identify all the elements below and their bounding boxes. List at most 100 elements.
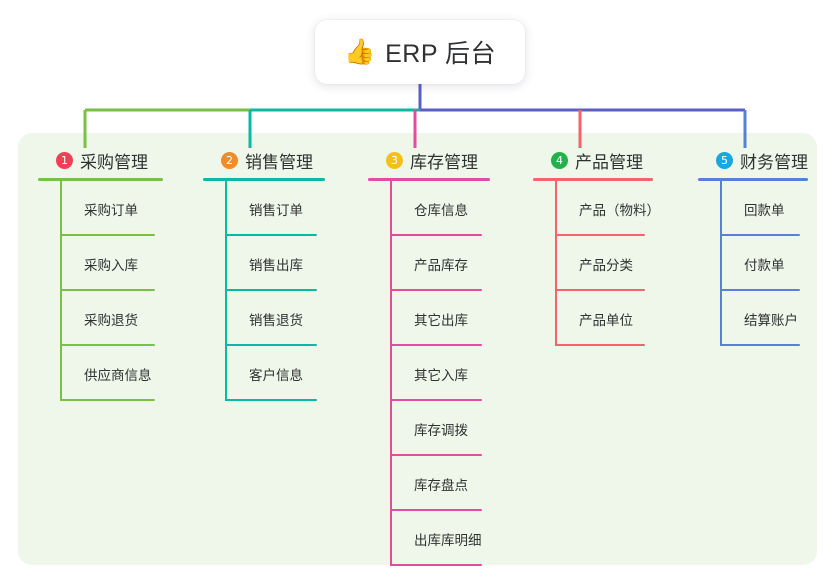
- leaf-spine: [390, 346, 392, 401]
- root-node[interactable]: 👍 ERP 后台: [315, 20, 525, 84]
- leaf-label: 产品库存: [414, 258, 468, 273]
- leaf-spine: [390, 181, 392, 236]
- leaf-underline: [225, 289, 317, 291]
- leaf-item[interactable]: 出库库明细: [390, 511, 490, 566]
- leaf-underline: [720, 289, 800, 291]
- branch-header-col-purchase[interactable]: 1 采购管理: [38, 148, 163, 172]
- leaf-underline: [390, 454, 482, 456]
- leaf-spine: [720, 236, 722, 291]
- leaf-label: 产品单位: [579, 313, 633, 328]
- leaf-spine: [390, 401, 392, 456]
- leaf-item[interactable]: 仓库信息: [390, 181, 490, 236]
- leaf-underline: [390, 289, 482, 291]
- leaf-underline: [225, 399, 317, 401]
- branch-title: 财务管理: [740, 152, 808, 172]
- leaf-underline: [555, 344, 645, 346]
- branch-underline: [533, 178, 653, 181]
- leaf-item[interactable]: 产品（物料）: [555, 181, 660, 236]
- leaf-label: 其它入库: [414, 368, 468, 383]
- leaf-spine: [60, 291, 62, 346]
- leaf-label: 供应商信息: [84, 368, 152, 383]
- branch-number-badge: 1: [56, 151, 73, 169]
- leaf-item[interactable]: 其它入库: [390, 346, 490, 401]
- leaf-underline: [390, 234, 482, 236]
- leaf-item[interactable]: 回款单: [720, 181, 808, 236]
- branch-col-product: 4 产品管理产品（物料） 产品分类产品单位: [533, 148, 660, 346]
- branch-underline: [368, 178, 490, 181]
- branch-header-col-product[interactable]: 4 产品管理: [533, 148, 653, 172]
- leaf-item[interactable]: 产品分类: [555, 236, 653, 291]
- leaf-spine: [720, 291, 722, 346]
- leaf-underline: [555, 289, 645, 291]
- branch-children: 采购订单采购入库采购退货供应商信息: [38, 181, 163, 401]
- branch-underline: [698, 178, 808, 181]
- branch-children: 仓库信息产品库存其它出库其它入库库存调拨库存盘点出库库明细: [368, 181, 490, 566]
- leaf-label: 产品（物料）: [579, 203, 660, 218]
- leaf-label: 采购入库: [84, 258, 138, 273]
- leaf-item[interactable]: 产品单位: [555, 291, 653, 346]
- branch-title: 库存管理: [410, 152, 478, 172]
- root-title: ERP 后台: [385, 40, 497, 68]
- leaf-label: 销售订单: [249, 203, 303, 218]
- leaf-label: 出库库明细: [414, 533, 482, 548]
- leaf-spine: [555, 181, 557, 236]
- leaf-item[interactable]: 供应商信息: [60, 346, 163, 401]
- leaf-underline: [555, 234, 645, 236]
- leaf-underline: [390, 399, 482, 401]
- leaf-spine: [225, 346, 227, 401]
- branch-header-col-finance[interactable]: 5 财务管理: [698, 148, 808, 172]
- leaf-label: 采购退货: [84, 313, 138, 328]
- leaf-underline: [60, 399, 155, 401]
- leaf-label: 其它出库: [414, 313, 468, 328]
- branch-children: 销售订单销售出库销售退货客户信息: [203, 181, 325, 401]
- leaf-item[interactable]: 库存盘点: [390, 456, 490, 511]
- branch-number-badge: 5: [716, 151, 733, 169]
- leaf-spine: [60, 236, 62, 291]
- leaf-item[interactable]: 付款单: [720, 236, 808, 291]
- branch-number-badge: 2: [221, 151, 238, 169]
- leaf-label: 库存盘点: [414, 478, 468, 493]
- branch-title: 产品管理: [575, 152, 643, 172]
- leaf-underline: [390, 509, 482, 511]
- branch-title: 采购管理: [80, 152, 148, 172]
- leaf-spine: [555, 236, 557, 291]
- leaf-spine: [60, 181, 62, 236]
- leaf-label: 仓库信息: [414, 203, 468, 218]
- branch-col-finance: 5 财务管理回款单付款单结算账户: [698, 148, 808, 346]
- branch-col-purchase: 1 采购管理采购订单采购入库采购退货供应商信息: [38, 148, 163, 401]
- leaf-spine: [225, 291, 227, 346]
- branch-col-inventory: 3 库存管理仓库信息产品库存其它出库其它入库库存调拨库存盘点出库库明细: [368, 148, 490, 566]
- leaf-underline: [60, 234, 155, 236]
- leaf-item[interactable]: 产品库存: [390, 236, 490, 291]
- leaf-label: 回款单: [744, 203, 785, 218]
- leaf-label: 销售出库: [249, 258, 303, 273]
- leaf-spine: [225, 181, 227, 236]
- leaf-item[interactable]: 库存调拨: [390, 401, 490, 456]
- leaf-label: 库存调拨: [414, 423, 468, 438]
- branch-header-col-inventory[interactable]: 3 库存管理: [368, 148, 490, 172]
- leaf-label: 付款单: [744, 258, 785, 273]
- leaf-underline: [60, 289, 155, 291]
- leaf-underline: [225, 344, 317, 346]
- leaf-label: 产品分类: [579, 258, 633, 273]
- leaf-item[interactable]: 客户信息: [225, 346, 325, 401]
- leaf-item[interactable]: 销售出库: [225, 236, 325, 291]
- branch-number-badge: 4: [551, 151, 568, 169]
- leaf-underline: [720, 234, 800, 236]
- leaf-spine: [720, 181, 722, 236]
- leaf-item[interactable]: 其它出库: [390, 291, 490, 346]
- leaf-item[interactable]: 采购订单: [60, 181, 163, 236]
- leaf-item[interactable]: 销售退货: [225, 291, 325, 346]
- leaf-item[interactable]: 销售订单: [225, 181, 325, 236]
- leaf-item[interactable]: 结算账户: [720, 291, 808, 346]
- leaf-underline: [390, 344, 482, 346]
- leaf-underline: [60, 344, 155, 346]
- thumbs-up-icon: 👍: [343, 37, 376, 66]
- leaf-item[interactable]: 采购入库: [60, 236, 163, 291]
- leaf-label: 客户信息: [249, 368, 303, 383]
- leaf-item[interactable]: 采购退货: [60, 291, 163, 346]
- branch-number-badge: 3: [386, 151, 403, 169]
